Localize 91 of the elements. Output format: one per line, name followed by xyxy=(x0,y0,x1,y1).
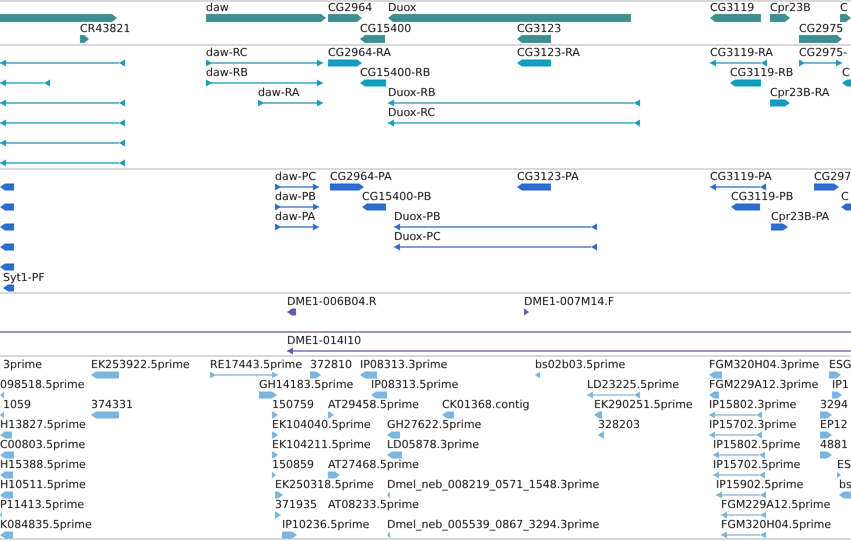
feature-label: 374331 xyxy=(91,398,133,411)
feature-label: daw xyxy=(206,1,229,14)
feature-label: FGM229A12.3prime xyxy=(709,378,818,391)
feature-label: C xyxy=(840,1,848,14)
feature-label: 372810 xyxy=(310,358,352,371)
feature-label: daw-PA xyxy=(275,210,316,223)
feature-label: LD05878.3prime xyxy=(387,438,480,451)
feature-label: CG2975- xyxy=(799,46,848,59)
feature-label: H13827.5prime xyxy=(0,418,86,431)
feature-label: 3prime xyxy=(3,358,42,371)
feature-label: EK104040.5prime xyxy=(272,418,371,431)
feature-label: bs xyxy=(839,478,851,491)
feature-label: CG3119-PB xyxy=(731,190,794,203)
feature-label: K084835.5prime xyxy=(0,518,92,531)
feature-label: H10511.5prime xyxy=(0,478,86,491)
feature-label: Duox xyxy=(388,1,416,14)
feature-label: Syt1-PF xyxy=(3,271,45,284)
feature-label: C00803.5prime xyxy=(0,438,86,451)
feature-label: 371935 xyxy=(275,498,317,511)
feature-label: IP1 xyxy=(832,378,849,391)
feature-label: 4881 xyxy=(820,438,848,451)
feature-label: CG15400 xyxy=(360,22,412,35)
feature-label: DME1-007M14.F xyxy=(524,295,614,308)
feature-label: ES xyxy=(837,458,851,471)
feature-label: CG15400-RB xyxy=(360,66,430,79)
feature-label: EP12 xyxy=(820,418,848,431)
feature-label: CG2964-RA xyxy=(328,46,391,59)
feature-label: RE17443.5prime xyxy=(210,358,302,371)
feature-label: FGM229A12.5prime xyxy=(721,498,830,511)
feature-label: 098518.5prime xyxy=(0,378,85,391)
feature-label: daw-PC xyxy=(275,170,316,183)
feature-label: C xyxy=(842,66,850,79)
feature-label: P11413.5prime xyxy=(0,498,84,511)
feature-label: FGM320H04.3prime xyxy=(709,358,820,371)
feature-label: Duox-RC xyxy=(388,106,436,119)
feature-label: Duox-RB xyxy=(388,86,436,99)
feature-label: 1059 xyxy=(3,398,31,411)
feature-label: LD23225.5prime xyxy=(587,378,680,391)
feature-label: CG3119 xyxy=(710,1,754,14)
feature-label: Duox-PC xyxy=(394,230,441,243)
feature-label: bs02b03.5prime xyxy=(535,358,626,371)
feature-label: daw-RA xyxy=(258,86,300,99)
feature-label: IP08313.5prime xyxy=(371,378,458,391)
feature-label: H15388.5prime xyxy=(0,458,86,471)
feature-label: ESG xyxy=(829,358,851,371)
feature-label: IP15702.5prime xyxy=(713,458,800,471)
feature-label: CG297 xyxy=(814,170,851,183)
feature-label: AT27468.5prime xyxy=(328,458,419,471)
feature-label: DME1-006B04.R xyxy=(287,295,377,308)
feature-label: Cpr23B xyxy=(770,1,811,14)
feature-label: daw-RC xyxy=(206,46,248,59)
feature-label: daw-PB xyxy=(275,190,316,203)
feature-label: GH27622.5prime xyxy=(387,418,482,431)
feature-label: IP15802.3prime xyxy=(709,398,796,411)
feature-label: Cpr23B-PA xyxy=(771,210,830,223)
feature-label: 328203 xyxy=(598,418,640,431)
feature-label: daw-RB xyxy=(206,66,248,79)
feature-label: 150759 xyxy=(272,398,314,411)
feature-label: IP08313.3prime xyxy=(360,358,448,371)
feature-label: CG2975 xyxy=(799,22,844,35)
feature-label: EK104211.5prime xyxy=(272,438,371,451)
feature-label: AT29458.5prime xyxy=(328,398,419,411)
feature-label: CG3123-RA xyxy=(517,46,580,59)
feature-label: CG3119-RA xyxy=(710,46,773,59)
feature-label: IP15702.3prime xyxy=(709,418,796,431)
feature-label: 150859 xyxy=(272,458,314,471)
feature-label: CG3123-PA xyxy=(517,170,579,183)
feature-label: CR43821 xyxy=(80,22,130,35)
feature-label: IP10236.5prime xyxy=(282,518,370,531)
feature-label: IP15902.5prime xyxy=(716,478,804,491)
feature-label: GH14183.5prime xyxy=(259,378,354,391)
feature-label: Cpr23B-RA xyxy=(770,86,830,99)
feature-label: FGM320H04.5prime xyxy=(721,518,832,531)
feature-label: EK290251.5prime xyxy=(594,398,693,411)
feature-label: Dmel_neb_008219_0571_1548.3prime xyxy=(387,478,600,491)
feature-label: 3294 xyxy=(820,398,848,411)
feature-label: Duox-PB xyxy=(394,210,440,223)
feature-label: AT08233.5prime xyxy=(328,498,419,511)
feature-label: CG3119-RB xyxy=(730,66,794,79)
feature-label: C xyxy=(841,190,849,203)
feature-label: CG3119-PA xyxy=(710,170,772,183)
feature-label: CG2964 xyxy=(328,1,372,14)
feature-label: CG15400-PB xyxy=(362,190,432,203)
feature-label: Dmel_neb_005539_0867_3294.3prime xyxy=(387,518,600,531)
feature-label: EK250318.5prime xyxy=(275,478,374,491)
feature-label: CK01368.contig xyxy=(442,398,530,411)
feature-label: IP15802.5prime xyxy=(713,438,800,451)
feature-label: DME1-014I10 xyxy=(287,334,362,347)
feature-label: CG3123 xyxy=(517,22,562,35)
feature-label: CG2964-PA xyxy=(330,170,392,183)
feature-label: EK253922.5prime xyxy=(91,358,190,371)
